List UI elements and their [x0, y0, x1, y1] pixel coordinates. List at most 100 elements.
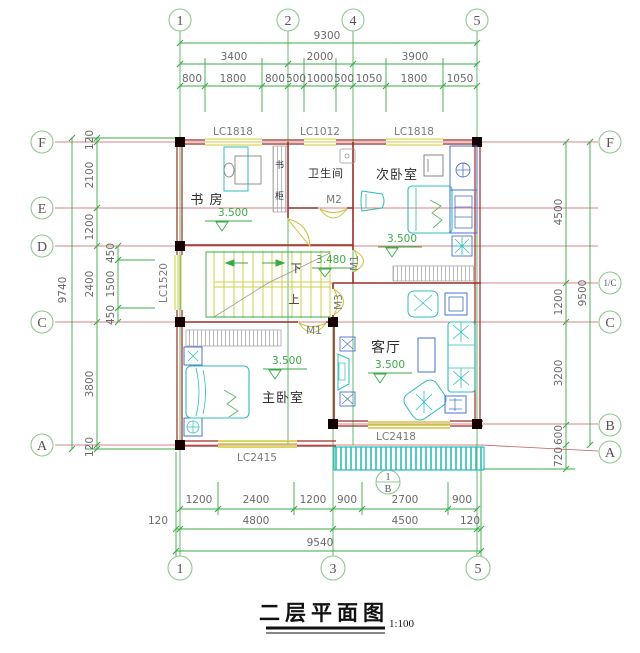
living-end-table	[444, 395, 467, 414]
hall-chair	[360, 190, 385, 212]
dim-top-d6: 500	[334, 73, 354, 85]
master-bed	[185, 365, 250, 419]
master-quilt	[223, 389, 239, 418]
dim-top-mid-3: 3900	[402, 51, 429, 63]
axis-left-A: A	[37, 439, 48, 454]
dim-bot-d4: 900	[337, 494, 357, 506]
tag-door-m2: M2	[326, 194, 342, 206]
stair-treads	[213, 251, 331, 318]
dim-bot-m2: 4800	[243, 515, 270, 527]
dim-bot-m3: 4500	[392, 515, 419, 527]
structural-columns	[175, 137, 482, 450]
room-study-label: 书 房	[190, 192, 223, 208]
bedroom2-wardrobe	[449, 145, 478, 234]
dim-left-s4: 2400	[84, 271, 96, 298]
furniture	[183, 145, 478, 437]
dim-right-s5: 720	[553, 447, 565, 467]
tag-window-top-left: LC1818	[213, 126, 253, 138]
axis-top-1: 1	[177, 14, 184, 29]
living-plant-1	[452, 322, 470, 342]
dim-right-overall: 9500	[577, 280, 589, 307]
elev-bedroom2-value: 3.500	[387, 233, 417, 245]
dim-ticks	[68, 39, 594, 555]
dim-left-s5: 3800	[84, 371, 96, 398]
axis-bottom-3: 3	[330, 562, 337, 577]
dim-top-d4: 500	[286, 73, 306, 85]
dim-left-s6: 120	[84, 437, 96, 457]
dimension-lines	[68, 39, 594, 556]
balcony-railing	[333, 446, 485, 471]
tag-door-m1-master: M1	[306, 325, 322, 337]
dim-right-s2: 1200	[553, 289, 565, 316]
stair-up-label: 上	[289, 293, 300, 306]
living-coffee-table	[417, 337, 436, 373]
axis-right-C: C	[605, 316, 614, 331]
axis-bottom-5: 5	[475, 562, 482, 577]
drawing-title: 二层平面图	[259, 601, 389, 625]
bedroom2-plant-box	[451, 235, 473, 257]
axis-right-B: B	[605, 419, 614, 434]
dim-top-d8: 1800	[401, 73, 428, 85]
bedroom2-bed	[407, 185, 453, 234]
dim-right-s3: 3200	[553, 360, 565, 387]
stair-down-label: 下	[291, 262, 302, 275]
elev-bedroom2: 3.500	[378, 233, 422, 258]
bathroom-basin	[339, 148, 356, 164]
room-bathroom-label: 卫生间	[308, 166, 344, 180]
room-labels: 书 房 卫生间 次卧室 客厅 主卧室	[190, 166, 418, 406]
walls	[176, 138, 483, 449]
dim-top-d2: 1800	[220, 73, 247, 85]
dim-left-sub1: 450	[105, 243, 117, 263]
elev-living-value: 3.500	[375, 359, 405, 371]
tag-door-m3: M3	[333, 294, 345, 310]
tv-speaker-box-2	[339, 391, 356, 407]
dim-top-d1: 800	[182, 73, 202, 85]
bookshelf-char2: 柜	[275, 190, 285, 202]
tag-window-living: LC2418	[376, 431, 416, 443]
dim-right-s4: 600	[553, 425, 565, 445]
living-chaise	[403, 379, 447, 421]
tag-window-top-right: LC1818	[394, 126, 434, 138]
dim-top-d5: 1000	[307, 73, 334, 85]
casework-hatch	[185, 145, 478, 347]
living-side-table-top	[444, 292, 468, 316]
axis-bubbles	[30, 8, 622, 581]
bedroom2-chair	[423, 154, 444, 177]
dim-left-s2: 2100	[84, 162, 96, 189]
elevation-markers: 3.500 3.500 3.480 3.500 3.500	[205, 207, 422, 384]
elev-stairs: 3.480	[312, 254, 352, 278]
section-bubble: 1 B	[370, 469, 401, 495]
elev-study-value: 3.500	[218, 207, 248, 219]
dim-top-mid-2: 2000	[307, 51, 334, 63]
axis-bottom-1: 1	[177, 562, 184, 577]
tag-window-top-mid: LC1012	[300, 126, 340, 138]
living-plant-3	[415, 391, 433, 413]
room-living-label: 客厅	[371, 339, 401, 356]
dim-top-d7: 1050	[356, 73, 383, 85]
title-block: 二层平面图 1:100	[259, 601, 415, 634]
elev-living: 3.500	[368, 359, 412, 384]
axis-centerlines-red	[55, 141, 599, 452]
axis-left-D: D	[37, 240, 47, 255]
axis-left-E: E	[38, 202, 47, 217]
tag-window-left: LC1520	[158, 263, 170, 303]
door-master-m1	[298, 322, 327, 333]
axis-right-1C: 1/C	[603, 278, 616, 288]
windows	[174, 138, 450, 448]
dim-right-s1: 4500	[553, 199, 565, 226]
dim-bot-d3: 1200	[300, 494, 327, 506]
dim-left-s1: 120	[84, 130, 96, 150]
bookshelf-char1: 书	[275, 160, 285, 171]
bookshelf-label: 书 柜	[275, 160, 285, 202]
room-bedroom2-label: 次卧室	[376, 167, 418, 183]
axis-right-F: F	[606, 136, 614, 151]
room-master-label: 主卧室	[262, 390, 304, 406]
stair-break-line	[213, 252, 331, 318]
stair-boundary	[205, 251, 330, 318]
axis-right-A: A	[605, 446, 616, 461]
living-sofa	[447, 321, 476, 393]
stair-arrows	[224, 259, 286, 267]
dim-top-overall: 9300	[314, 30, 341, 42]
dim-bot-d2: 2400	[243, 494, 270, 506]
